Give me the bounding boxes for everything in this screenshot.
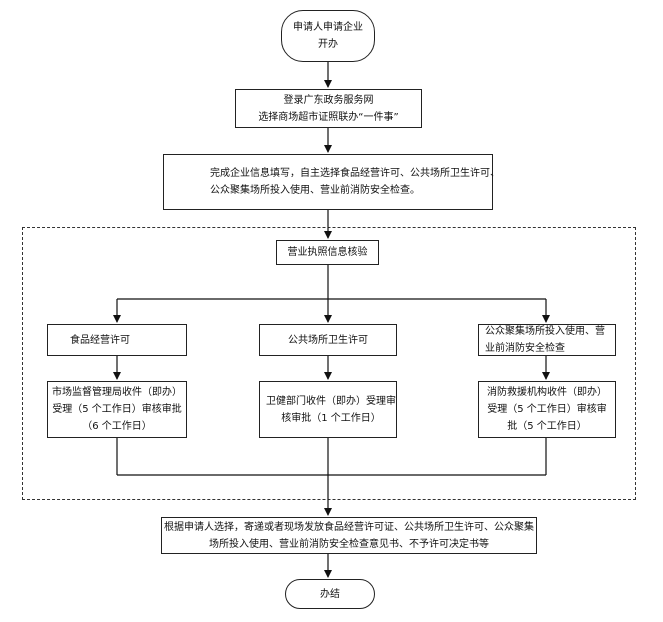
food-process-text-line-3: （6 个工作日）	[82, 421, 152, 432]
food-permit-node: 食品经营许可	[47, 324, 187, 356]
fire-process-text-line-2: 受理（5 个工作日）审核审	[487, 404, 607, 415]
food-process-node: 市场监督管理局收件（即办） 受理（5 个工作日）审核审批 （6 个工作日）	[47, 381, 187, 438]
fill-info-text-line-1: 完成企业信息填写，自主选择食品经营许可、公共场所卫生许可、	[210, 168, 500, 179]
fill-info-node: 完成企业信息填写，自主选择食品经营许可、公共场所卫生许可、 公众聚集场所投入使用…	[163, 154, 500, 210]
start-text-line-1: 申请人申请企业	[293, 22, 363, 33]
fire-process-node: 消防救援机构收件（即办） 受理（5 个工作日）审核审 批（5 个工作日）	[478, 381, 616, 438]
fire-permit-text-line-1: 公众聚集场所投入使用、营	[485, 326, 605, 337]
login-text-line-2: 选择商场超市证照联办“一件事”	[258, 111, 399, 123]
login-node: 登录广东政务服务网 选择商场超市证照联办“一件事”	[235, 89, 422, 128]
login-text-line-1: 登录广东政务服务网	[283, 94, 374, 106]
fill-info-text-line-2: 公众聚集场所投入使用、营业前消防安全检查。	[210, 185, 420, 196]
hygiene-permit-text: 公共场所卫生许可	[288, 334, 368, 346]
verify-text: 营业执照信息核验	[287, 247, 368, 258]
fire-permit-node: 公众聚集场所投入使用、营 业前消防安全检查	[478, 324, 616, 356]
issue-node: 根据申请人选择，寄递或者现场发放食品经营许可证、公共场所卫生许可、公众聚集 场所…	[161, 517, 537, 554]
issue-text-line-1: 根据申请人选择，寄递或者现场发放食品经营许可证、公共场所卫生许可、公众聚集	[164, 521, 534, 533]
start-node: 申请人申请企业 开办	[281, 10, 375, 62]
hygiene-permit-node: 公共场所卫生许可	[259, 324, 397, 356]
start-text-line-2: 开办	[318, 39, 338, 50]
food-process-text-line-2: 受理（5 个工作日）审核审批	[52, 404, 182, 415]
hygiene-process-text-line-2: 核审批（1 个工作日）	[281, 412, 381, 424]
hygiene-process-node: 卫健部门收件（即办）受理审 核审批（1 个工作日）	[259, 381, 397, 438]
fire-process-text-line-1: 消防救援机构收件（即办）	[487, 387, 607, 398]
food-permit-text: 食品经营许可	[70, 334, 130, 346]
verify-node: 营业执照信息核验	[276, 240, 379, 265]
food-process-text-line-1: 市场监督管理局收件（即办）	[52, 387, 182, 398]
fire-process-text-line-3: 批（5 个工作日）	[507, 421, 587, 432]
fire-permit-text-line-2: 业前消防安全检查	[485, 343, 565, 354]
end-node: 办结	[285, 579, 375, 609]
end-text: 办结	[320, 588, 340, 600]
parallel-approval-region	[22, 227, 636, 500]
hygiene-process-text-line-1: 卫健部门收件（即办）受理审	[266, 395, 396, 407]
issue-text-line-2: 场所投入使用、营业前消防安全检查意见书、不予许可决定书等	[209, 538, 489, 550]
